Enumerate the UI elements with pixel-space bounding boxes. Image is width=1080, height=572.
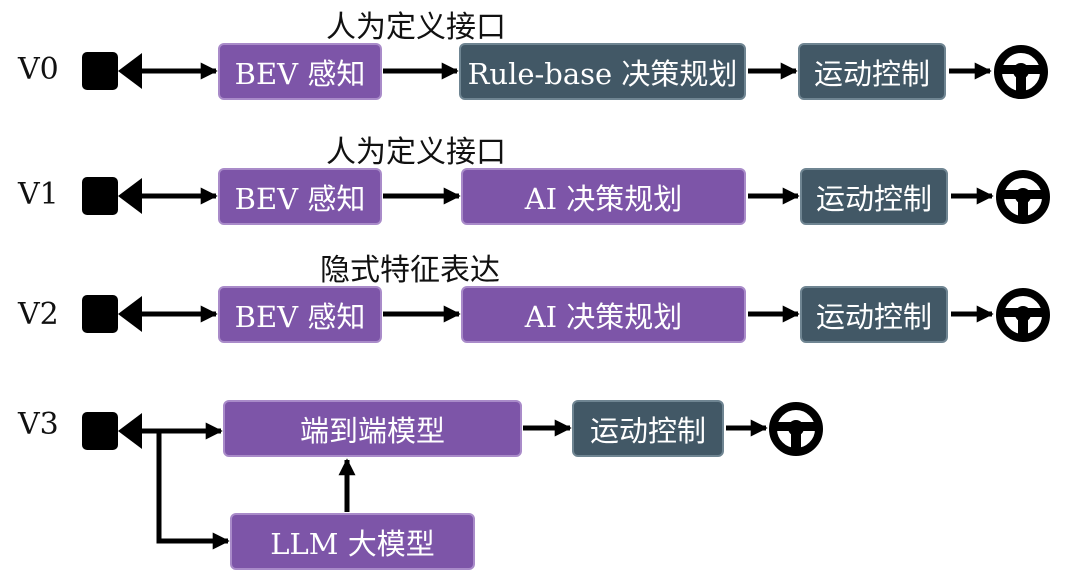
steering-wheel-icon [769, 402, 823, 456]
camera-icon [82, 177, 142, 215]
camera-icon [82, 412, 142, 450]
version-label-v1: V1 [18, 177, 59, 212]
llm-model-box: LLM 大模型 [230, 513, 475, 570]
steering-wheel-icon [996, 288, 1050, 342]
rule-base-planning-box-v0: Rule-base 决策规划 [459, 43, 746, 100]
ai-planning-box-v2: AI 决策规划 [461, 286, 746, 343]
interface-label-v1: 人为定义接口 [326, 135, 506, 170]
version-label-v2: V2 [18, 297, 59, 332]
camera-icon [82, 295, 142, 333]
steering-wheel-icon [994, 45, 1048, 99]
interface-label-v0: 人为定义接口 [326, 10, 506, 45]
camera-icon [82, 52, 142, 90]
ai-planning-box-v1: AI 决策规划 [461, 168, 746, 225]
version-label-v0: V0 [18, 52, 59, 87]
arrow-v3-camera-to-llm [156, 431, 230, 550]
steering-wheel-icon [996, 170, 1050, 224]
interface-label-v2: 隐式特征表达 [320, 253, 500, 288]
motion-control-box-v2: 运动控制 [800, 286, 948, 343]
end-to-end-model-box: 端到端模型 [223, 400, 522, 457]
bev-perception-box-v0: BEV 感知 [218, 43, 382, 100]
bev-perception-box-v2: BEV 感知 [218, 286, 382, 343]
motion-control-box-v3: 运动控制 [572, 400, 724, 457]
version-label-v3: V3 [18, 407, 59, 442]
bev-perception-box-v1: BEV 感知 [218, 168, 382, 225]
motion-control-box-v0: 运动控制 [798, 43, 946, 100]
motion-control-box-v1: 运动控制 [800, 168, 948, 225]
